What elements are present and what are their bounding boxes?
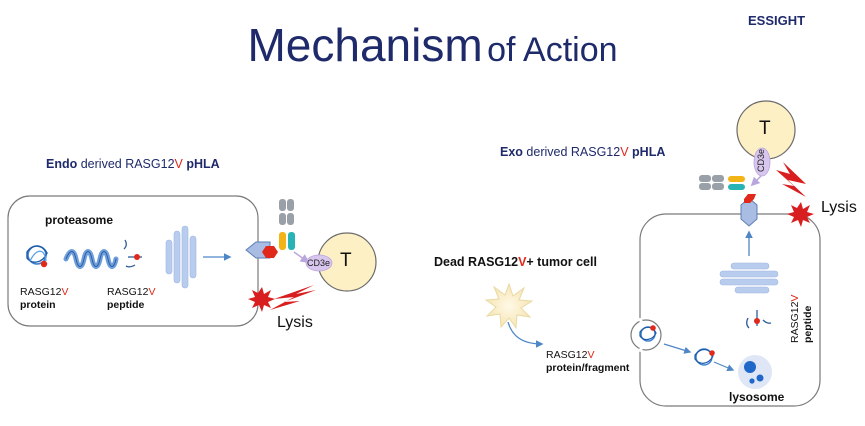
exo-lysis-label: Lysis [821,199,857,216]
lysosome-label: lysosome [729,390,785,404]
endo-peptide-label: RASG12V peptide [107,286,155,312]
endo-cd3e-shape [305,254,333,272]
exo-arrow-to-lysosome [713,361,735,372]
title-main: Mechanism [247,19,483,71]
exo-lysis-burst-icon [787,202,814,227]
endo-peptide-label-line1: RASG12 [107,286,149,298]
endo-header-suffix: pHLA [182,157,220,171]
exo-header-suffix: pHLA [628,145,666,159]
page-title: Mechanism of Action [0,18,865,72]
dead-cell-v: V [518,255,527,269]
endo-proteasome-label: proteasome [45,213,114,227]
exo-header-mid: derived RASG12 [522,145,621,159]
exo-peptide-label: RASG12V peptide [789,295,815,343]
exo-engulfed-protein-icon [639,325,657,342]
brand-logo-text: ESSIGHT [748,13,806,28]
endo-unfolding-protein-icon [63,249,119,269]
endo-lysis-burst-icon [248,287,275,312]
fragment-label-line2: protein/fragment [546,362,630,374]
endo-header-mid: derived RASG12 [77,157,175,171]
endo-cell-membrane [7,195,259,327]
exo-internal-protein-icon [694,348,715,366]
exo-peptide-icon [746,310,772,329]
endo-header: Endo derived RASG12V pHLA [46,157,220,171]
endo-peptide-label-line2: peptide [107,299,145,311]
exo-mhc-complex [740,194,758,227]
dead-tumor-cell-label: Dead RASG12V+ tumor cell [434,255,597,269]
endo-protein-label-line2: protein [20,299,56,311]
endo-protein-label-line1: RASG12 [20,286,62,298]
exo-cd3e-label: CD3e [756,148,766,172]
exo-tcr-arrow [750,175,762,187]
endo-header-prefix: Endo [46,157,78,171]
fragment-label-line1: RASG12 [546,349,588,361]
dead-cell-prefix: Dead RASG12 [434,255,519,269]
exo-peptide-label-v: V [789,294,801,302]
dead-cell-suffix: + tumor cell [526,255,597,269]
exo-arrow-to-protein [663,343,692,354]
exo-header: Exo derived RASG12V pHLA [500,145,665,159]
fragment-label-v: V [587,349,595,361]
endo-protein-label-v: V [61,286,69,298]
exo-tcr [699,175,745,190]
exo-lightning-icon [776,162,806,197]
endo-tcr-arrow [293,251,310,264]
lysosome-icon [738,355,772,389]
endo-tcr [279,199,295,250]
fragment-label: RASG12V protein/fragment [546,349,629,375]
exo-header-prefix: Exo [500,145,523,159]
endo-protein-label: RASG12V protein [20,286,68,312]
endo-lightning-icon [270,285,316,310]
exo-t-cell-label: T [759,118,771,139]
endo-peptide-label-v: V [148,286,156,298]
endo-cd3e-label: CD3e [307,258,331,268]
endo-lysis-label: Lysis [277,314,313,331]
endo-mhc-complex [245,241,278,259]
endo-proteasome-icon [165,225,197,289]
endo-header-v: V [174,157,183,171]
endo-peptide-icon [123,239,142,268]
exo-header-v: V [620,145,629,159]
exo-proteasome-icon [719,262,779,294]
exo-cd3e-shape [753,147,771,177]
endo-t-cell-label: T [340,250,352,271]
endo-protein-icon [26,245,48,268]
exo-peptide-label-line2: peptide [802,305,814,343]
title-rest: of Action [487,31,618,69]
fragment-arrow [507,321,544,348]
exo-cell-membrane [639,213,821,407]
exo-peptide-label-line1: RASG12 [789,301,801,343]
dead-tumor-cell-icon [484,282,534,330]
